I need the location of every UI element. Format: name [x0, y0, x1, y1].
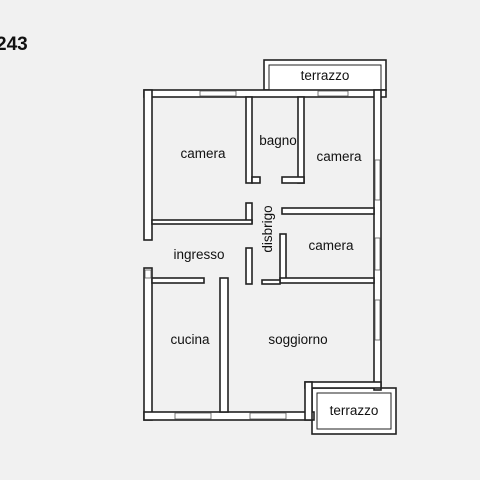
interior-walls [151, 96, 375, 413]
label-disbrigo: disbrigo [260, 205, 275, 252]
label-ingresso: ingresso [173, 247, 224, 262]
plan-number: 243 [0, 34, 28, 55]
label-bagno: bagno [259, 133, 297, 148]
label-camera-3: camera [308, 238, 354, 253]
label-soggiorno: soggiorno [268, 332, 327, 347]
windows [144, 90, 381, 420]
label-cucina: cucina [170, 332, 210, 347]
label-terrazzo-top: terrazzo [301, 68, 350, 83]
terrazzo-bottom-inner [316, 392, 392, 430]
label-camera-1: camera [180, 146, 226, 161]
label-camera-2: camera [316, 149, 362, 164]
label-terrazzo-bottom: terrazzo [330, 403, 379, 418]
